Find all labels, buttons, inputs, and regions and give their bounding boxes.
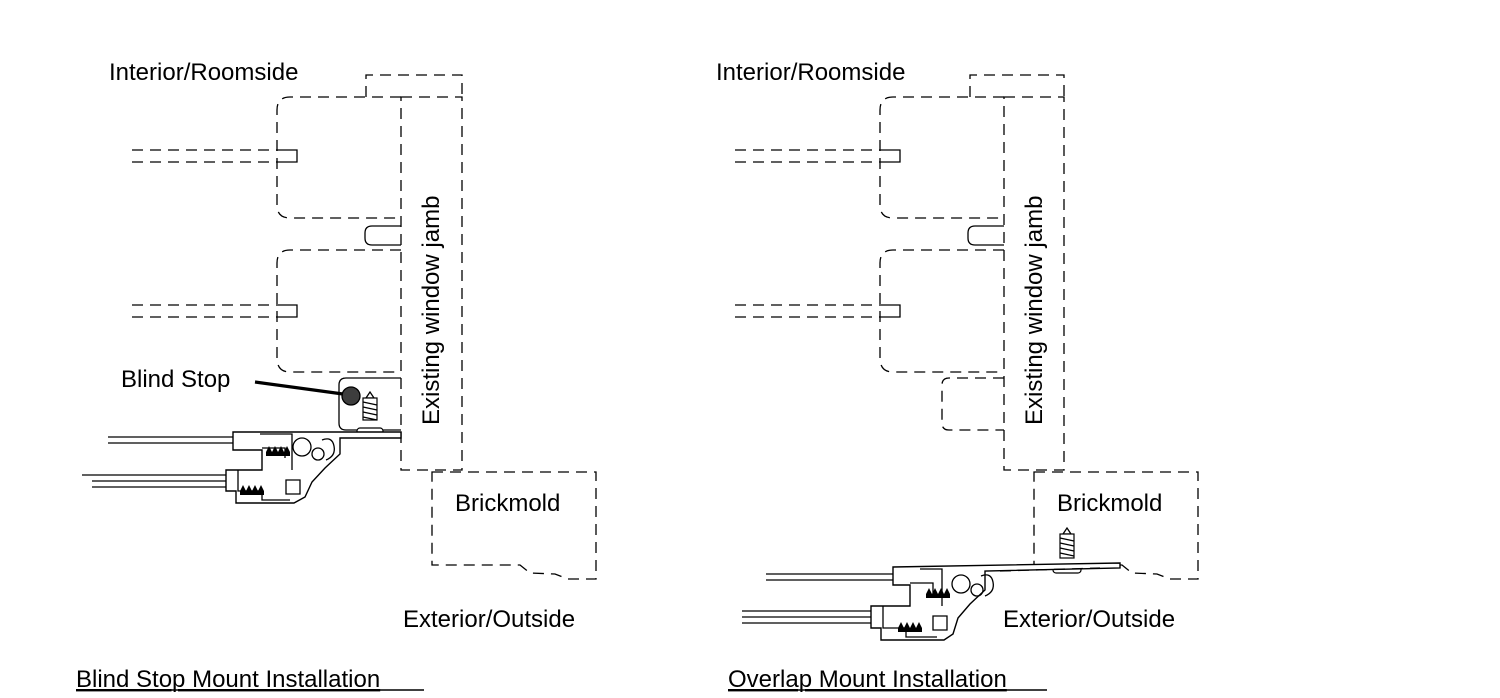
old-sash-lower-leg — [277, 304, 298, 318]
old-sash-upper — [879, 96, 1004, 219]
exterior-label: Exterior/Outside — [403, 606, 575, 633]
jamb-label: Existing window jamb — [1021, 196, 1048, 425]
blind-stop-block — [338, 377, 401, 431]
blind-stop-panel: Interior/Roomside Existing window jamb B… — [76, 59, 597, 693]
panel-caption: Blind Stop Mount Installation — [76, 666, 380, 693]
panel-caption: Overlap Mount Installation — [728, 666, 1007, 693]
parting-stop — [967, 225, 1004, 246]
overlap-panel: Interior/Roomside Existing window jamb B… — [716, 59, 1199, 693]
window-jamb — [1003, 96, 1065, 471]
interior-label: Interior/Roomside — [716, 59, 905, 86]
jamb-label: Existing window jamb — [418, 196, 445, 425]
old-sash-lower — [879, 249, 1004, 373]
weatherstrip-upper — [926, 588, 950, 598]
jamb-top-cap — [365, 74, 463, 97]
brickmold — [1033, 471, 1199, 580]
exterior-label: Exterior/Outside — [1003, 606, 1175, 633]
window-jamb — [400, 96, 463, 471]
blind-stop-marker — [341, 386, 361, 406]
parting-stop — [364, 225, 401, 246]
screw-icon — [356, 390, 384, 437]
old-sash-upper-leg — [277, 149, 298, 163]
glass-panes — [742, 573, 893, 624]
blind-stop-label: Blind Stop — [121, 366, 230, 393]
new-window-frame — [870, 562, 1121, 641]
blind-stop-leader — [254, 380, 344, 396]
weatherstrip-lower — [240, 485, 264, 495]
brickmold — [431, 471, 597, 580]
old-sash-lower — [276, 249, 401, 373]
jamb-top-cap — [969, 74, 1065, 97]
brickmold-label: Brickmold — [1057, 490, 1162, 517]
old-sash-upper — [276, 96, 401, 219]
weatherstrip-upper — [266, 446, 290, 456]
brickmold-label: Brickmold — [455, 490, 560, 517]
new-window-frame — [225, 431, 402, 504]
blind-stop-outline — [941, 377, 1004, 431]
old-sash-upper-leg — [880, 149, 901, 163]
interior-label: Interior/Roomside — [109, 59, 298, 86]
old-sash-lower-leg — [880, 304, 901, 318]
glass-panes — [82, 436, 233, 488]
weatherstrip-lower — [898, 622, 922, 632]
